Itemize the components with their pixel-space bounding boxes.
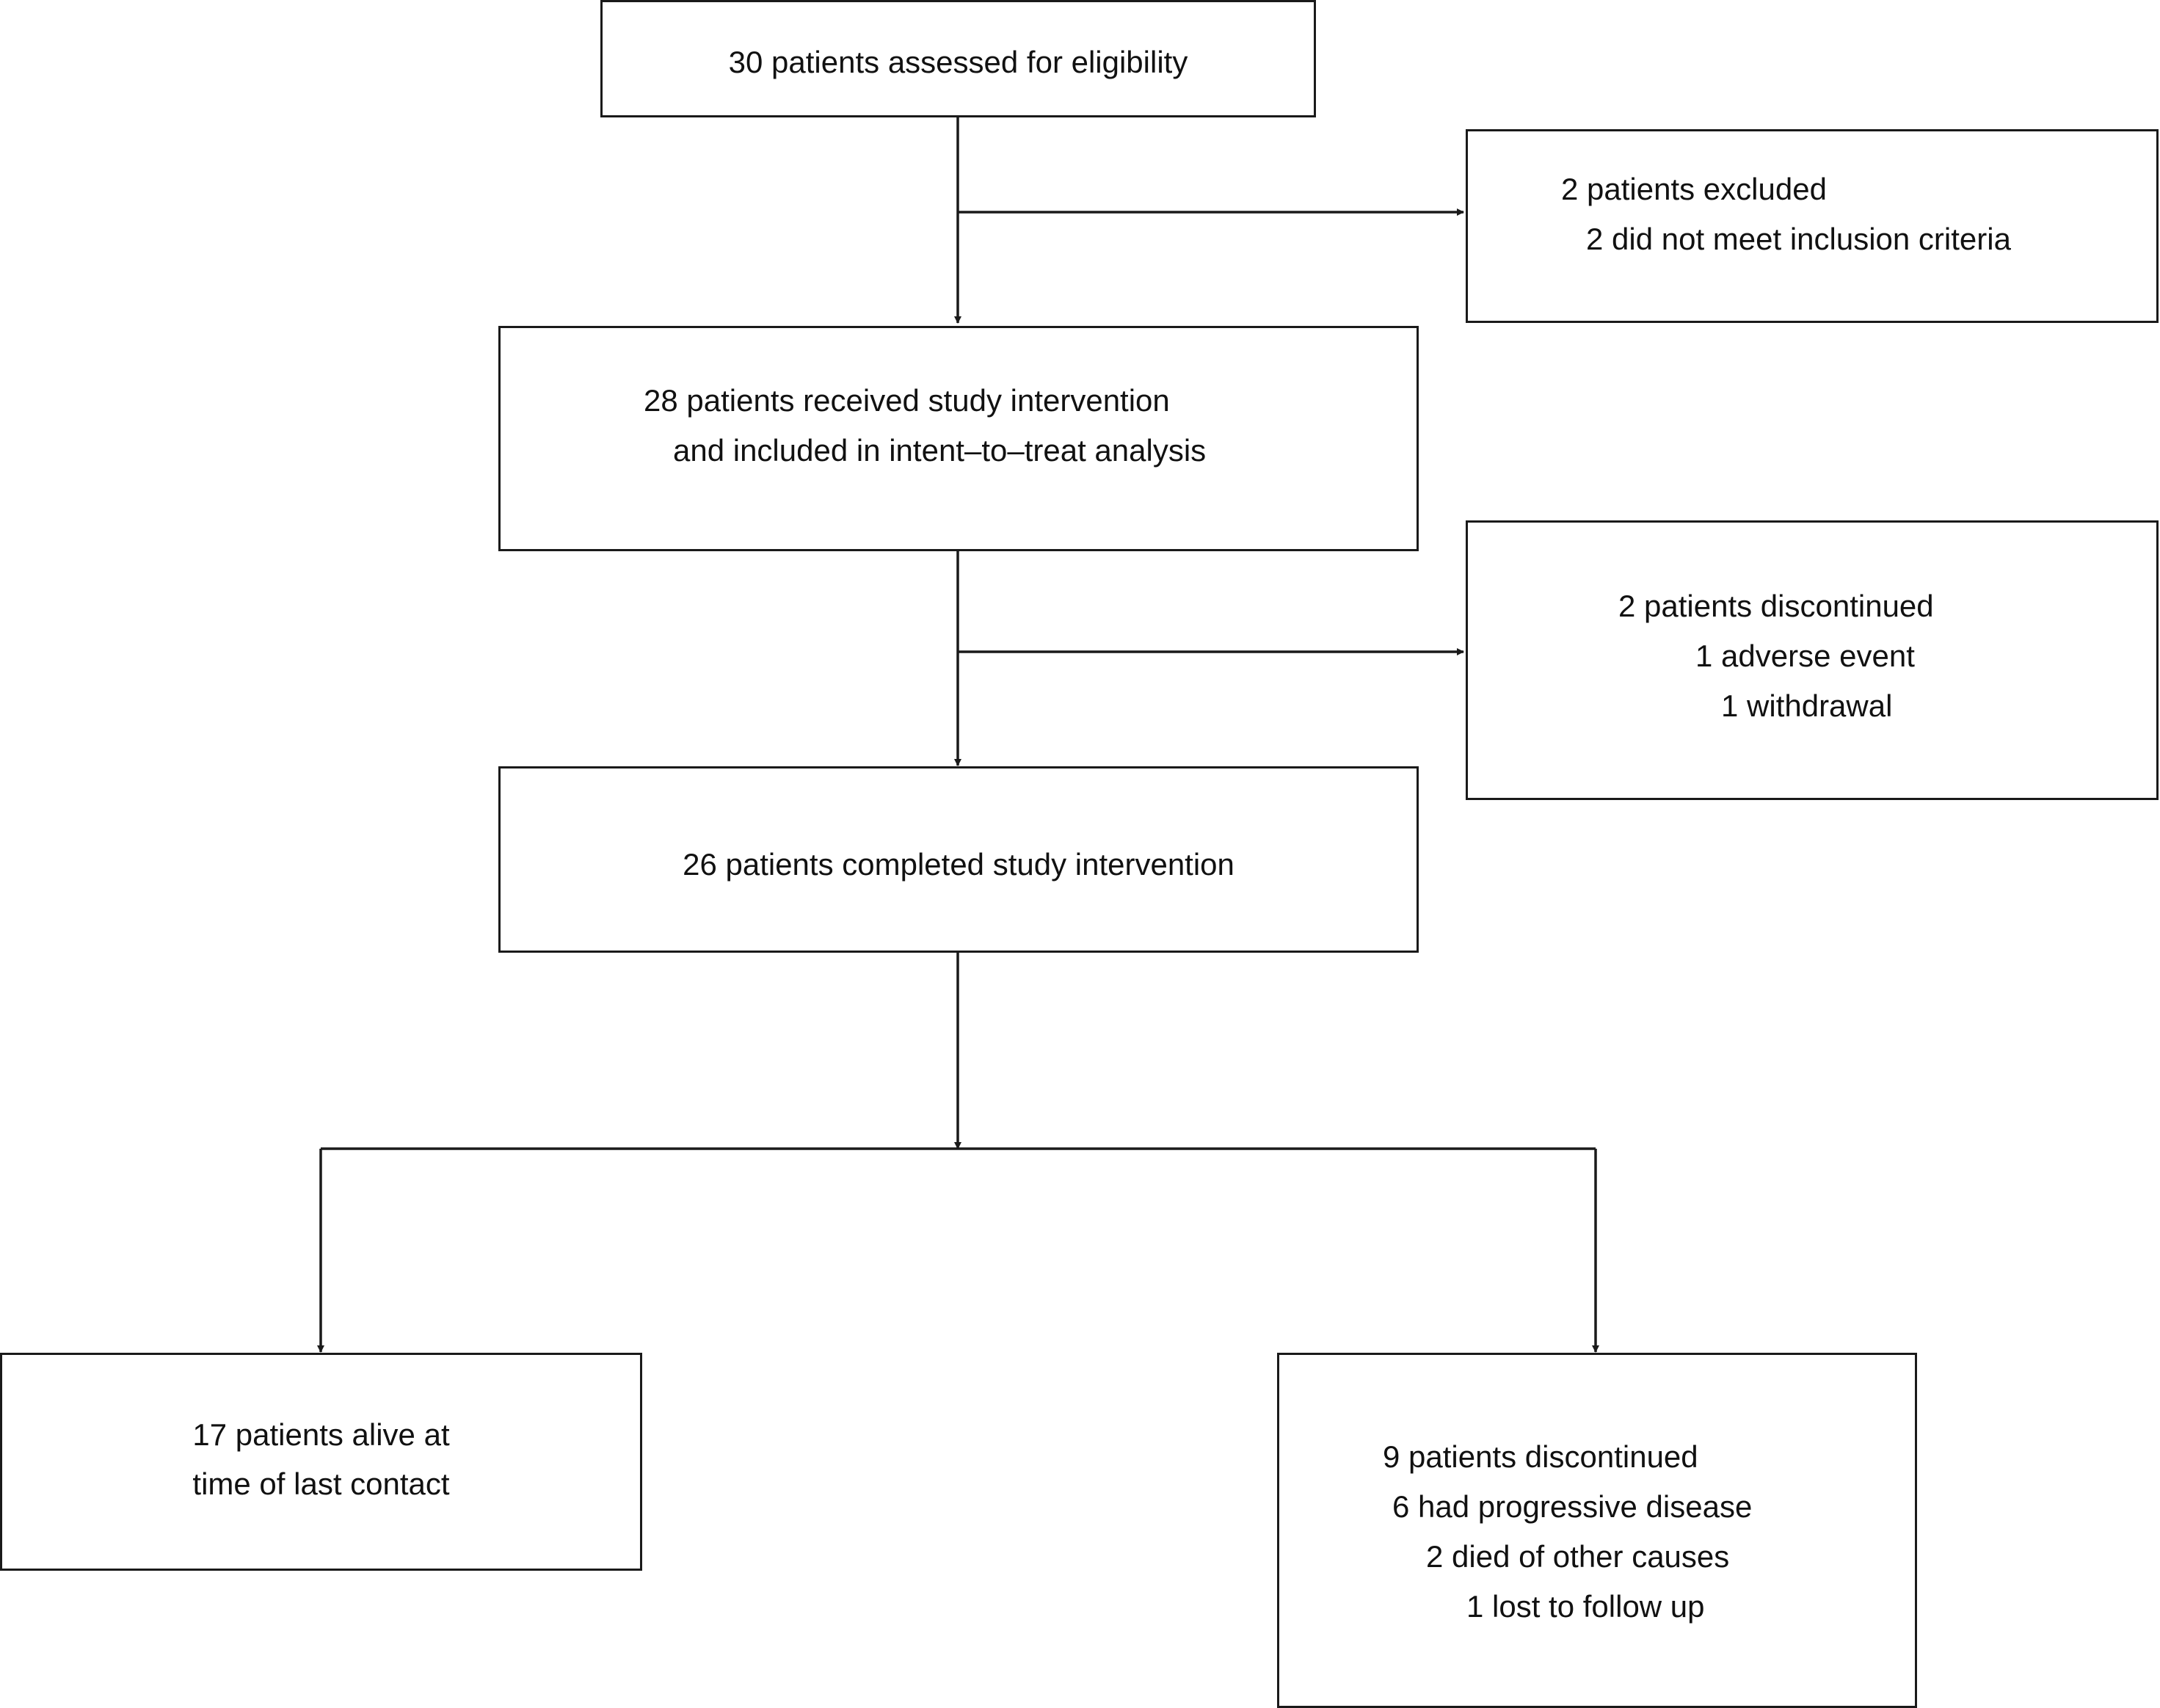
node-excluded-line-2: 2 did not meet inclusion criteria	[1586, 222, 2011, 256]
node-excluded: 2 patients excluded 2 did not meet inclu…	[1466, 129, 2159, 323]
node-discontinued-late: 9 patients discontinued 6 had progressiv…	[1277, 1353, 1917, 1708]
node-excluded-line-1: 2 patients excluded	[1561, 172, 1827, 206]
node-assessed: 30 patients assessed for eligibility	[600, 0, 1316, 117]
node-completed: 26 patients completed study intervention	[498, 766, 1419, 953]
node-alive-line-1: 17 patients alive at	[192, 1417, 450, 1452]
node-completed-line-1: 26 patients completed study intervention	[683, 847, 1234, 882]
node-assessed-line-1: 30 patients assessed for eligibility	[728, 45, 1188, 79]
node-discontinued-early-line-2: 1 adverse event	[1695, 639, 1915, 673]
node-alive: 17 patients alive at time of last contac…	[0, 1353, 642, 1571]
node-received-line-2: and included in intent–to–treat analysis	[673, 433, 1207, 468]
node-discontinued-early: 2 patients discontinued 1 adverse event …	[1466, 520, 2159, 800]
node-received-line-1: 28 patients received study intervention	[644, 383, 1170, 418]
node-discontinued-late-line-1: 9 patients discontinued	[1383, 1439, 1698, 1474]
node-discontinued-late-line-3: 2 died of other causes	[1426, 1539, 1730, 1574]
node-received: 28 patients received study intervention …	[498, 326, 1419, 551]
node-alive-line-2: time of last contact	[192, 1467, 450, 1501]
node-discontinued-early-line-1: 2 patients discontinued	[1618, 589, 1934, 623]
node-discontinued-early-line-3: 1 withdrawal	[1721, 688, 1893, 723]
node-discontinued-late-line-2: 6 had progressive disease	[1392, 1489, 1753, 1524]
node-discontinued-late-line-4: 1 lost to follow up	[1466, 1589, 1705, 1624]
